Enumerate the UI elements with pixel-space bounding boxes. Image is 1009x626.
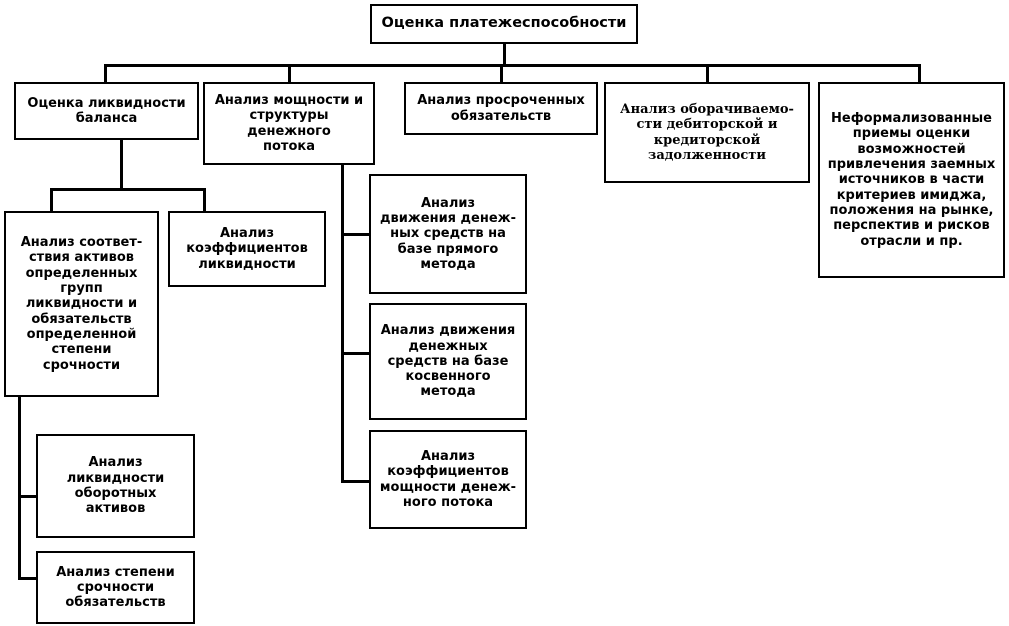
connector-drop-n1 (104, 64, 107, 82)
connector-n6-stem (18, 397, 21, 577)
connector-n2-stub-n9 (341, 352, 371, 355)
node-n7[interactable]: Анализ коэффициентов ликвидности (168, 211, 326, 287)
connector-n2-stub-n8 (341, 233, 371, 236)
node-n2[interactable]: Анализ мощности и структуры денежного по… (203, 82, 375, 165)
node-n5[interactable]: Неформализованные приемы оценки возможно… (818, 82, 1005, 278)
connector-root-stem (503, 44, 506, 64)
node-label: Анализ степени срочности обязательств (56, 564, 175, 611)
node-label: Анализ движения денежных средств на базе… (380, 323, 516, 400)
connector-n2-stub-n10 (341, 480, 371, 483)
node-n10[interactable]: Анализ коэффициентов мощности денеж- ног… (369, 430, 527, 529)
node-n8[interactable]: Анализ движения денеж- ных средств на ба… (369, 174, 527, 294)
node-label: Анализ коэффициентов мощности денеж- ног… (379, 448, 517, 510)
connector-drop-n4 (706, 64, 709, 82)
node-label: Анализ ликвидности оборотных активов (66, 455, 165, 517)
connector-n1-bus (50, 188, 206, 191)
connector-bus-main (104, 64, 921, 67)
node-label: Неформализованные приемы оценки возможно… (827, 111, 996, 249)
node-n12[interactable]: Анализ степени срочности обязательств (36, 551, 195, 624)
node-label: Анализ мощности и структуры денежного по… (214, 92, 364, 154)
node-n6[interactable]: Анализ соответ- ствия активов определенн… (4, 211, 159, 397)
connector-drop-n2 (288, 64, 291, 82)
node-label: Анализ оборачиваемо- сти дебиторской и к… (620, 101, 794, 163)
connector-drop-n5 (918, 64, 921, 82)
node-label: Оценка платежеспособности (381, 15, 627, 32)
node-label: Оценка ликвидности баланса (27, 95, 186, 126)
node-n1[interactable]: Оценка ликвидности баланса (14, 82, 199, 140)
node-label: Анализ движения денеж- ных средств на ба… (380, 195, 516, 272)
node-n9[interactable]: Анализ движения денежных средств на базе… (369, 303, 527, 420)
connector-n6-stub-n12 (18, 577, 38, 580)
connector-n2-stem (341, 165, 344, 483)
node-label: Анализ коэффициентов ликвидности (186, 226, 308, 272)
connector-n1-stem (120, 140, 123, 188)
connector-n1-drop-n7 (203, 188, 206, 211)
node-n11[interactable]: Анализ ликвидности оборотных активов (36, 434, 195, 538)
node-n4[interactable]: Анализ оборачиваемо- сти дебиторской и к… (604, 82, 810, 183)
connector-drop-n3 (500, 64, 503, 82)
node-n3[interactable]: Анализ просроченных обязательств (404, 82, 598, 135)
node-root[interactable]: Оценка платежеспособности (370, 4, 638, 44)
connector-n6-stub-n11 (18, 495, 38, 498)
node-label: Анализ просроченных обязательств (417, 93, 585, 124)
node-label: Анализ соответ- ствия активов определенн… (20, 235, 143, 373)
connector-n1-drop-n6 (50, 188, 53, 211)
